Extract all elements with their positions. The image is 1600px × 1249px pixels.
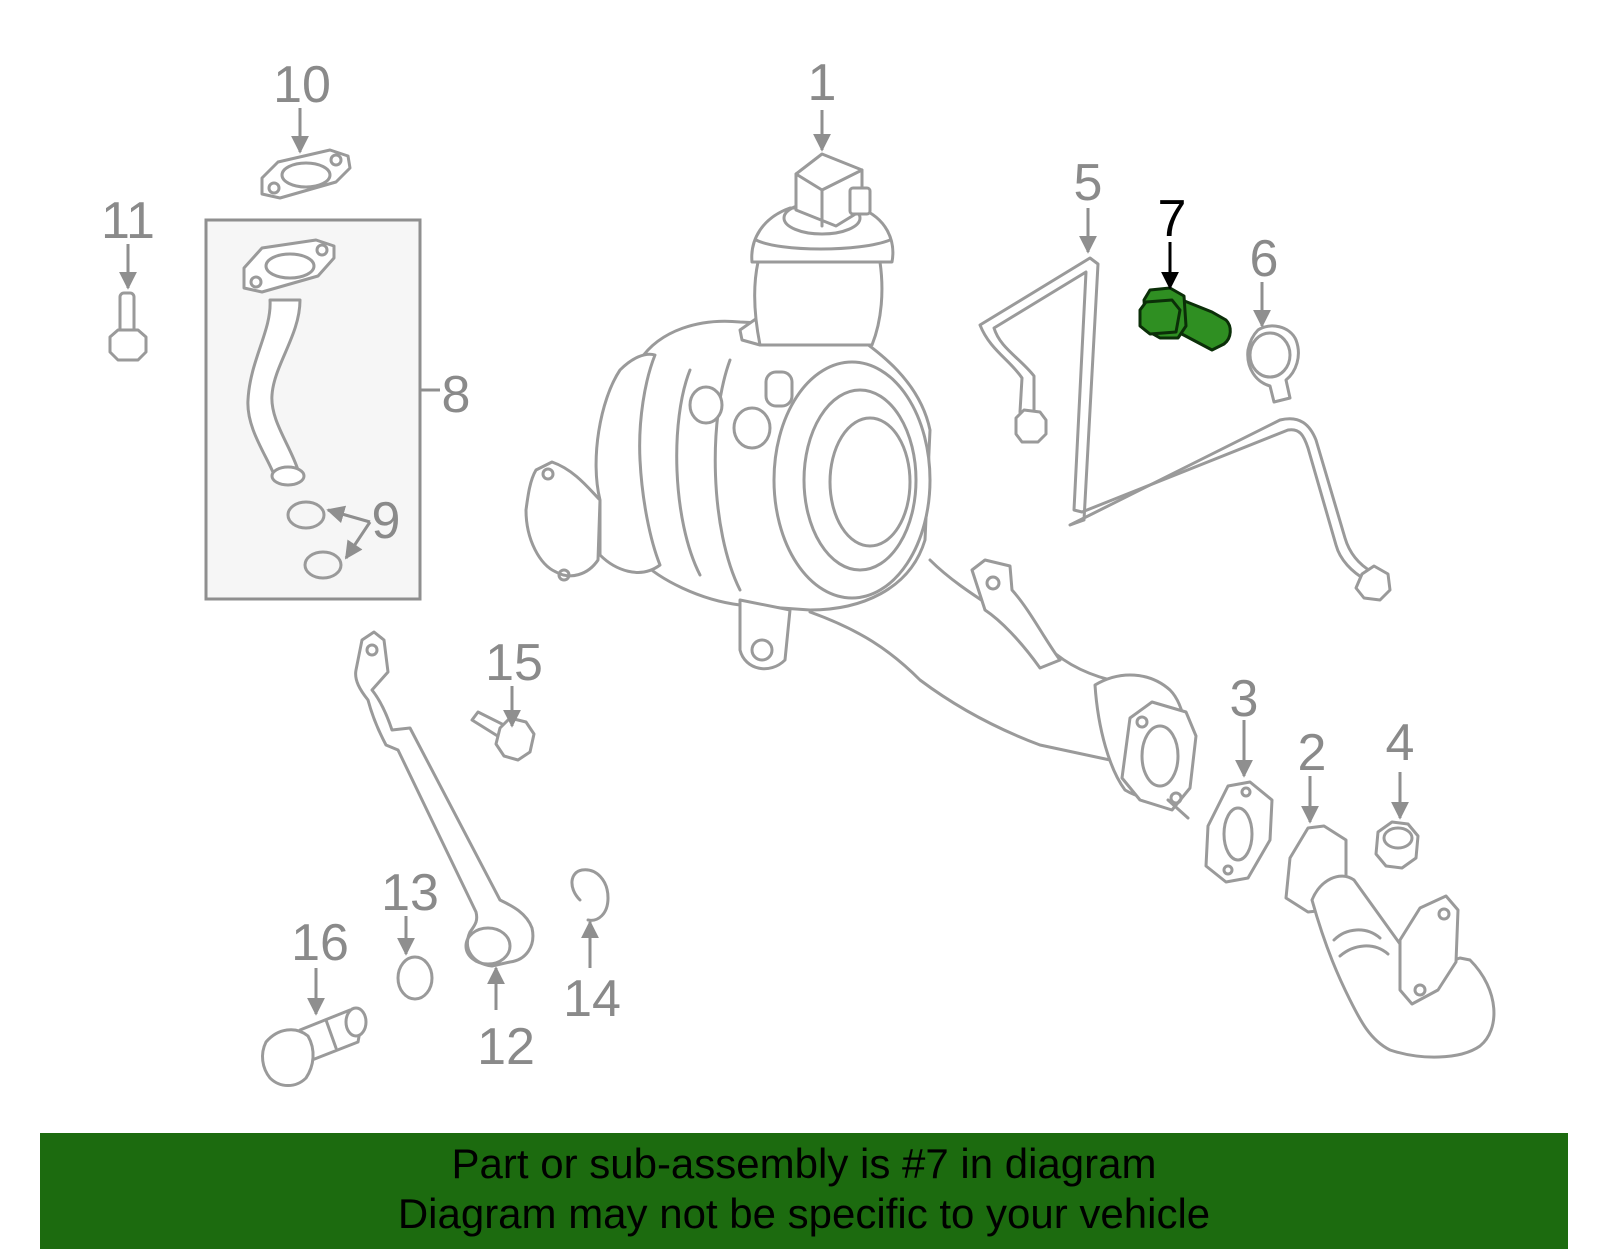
callout-9: 9 — [372, 492, 401, 550]
banner-line-disclaimer: Diagram may not be specific to your vehi… — [397, 1190, 1211, 1237]
part-16-banjo-bolt — [261, 1006, 368, 1087]
part-4-nut — [1374, 820, 1420, 870]
part-8-oil-pipe — [242, 238, 336, 487]
part-7-bolt-highlighted — [1138, 286, 1232, 352]
callout-12: 12 — [477, 1018, 535, 1076]
callout-5: 5 — [1074, 154, 1103, 212]
callout-7-highlighted: 7 — [1158, 190, 1187, 248]
part-2-egr-pipe — [1284, 824, 1496, 1059]
turbo-outlet-pipe — [808, 558, 1198, 820]
callout-2: 2 — [1298, 724, 1327, 782]
part-15-bolt — [470, 710, 536, 762]
callout-11: 11 — [101, 192, 155, 250]
info-banner: Part or sub-assembly is #7 in diagram Di… — [40, 1133, 1568, 1249]
callout-16: 16 — [291, 914, 349, 972]
part-5-oil-line — [978, 256, 1392, 602]
callout-10: 10 — [273, 56, 331, 114]
part-6-fitting — [1246, 324, 1300, 404]
callout-6: 6 — [1250, 230, 1279, 288]
callout-1: 1 — [808, 54, 837, 112]
part-13-o-ring — [396, 955, 434, 1001]
callout-3: 3 — [1230, 670, 1259, 728]
callout-8: 8 — [442, 366, 471, 424]
part-10-gasket — [260, 148, 352, 200]
part-3-gasket — [1204, 780, 1274, 884]
part-9-o-rings — [286, 500, 372, 580]
subassembly-box-8 — [204, 218, 422, 601]
banner-line-part-number: Part or sub-assembly is #7 in diagram — [451, 1140, 1157, 1187]
callout-4: 4 — [1386, 714, 1415, 772]
callout-15: 15 — [485, 634, 543, 692]
callout-14: 14 — [563, 970, 621, 1028]
part-12-oil-return-tube — [354, 630, 535, 968]
callout-13: 13 — [381, 864, 439, 922]
part-14-snap-ring — [570, 868, 610, 922]
part-1-turbocharger — [524, 152, 932, 671]
part-11-bolt — [108, 291, 148, 362]
